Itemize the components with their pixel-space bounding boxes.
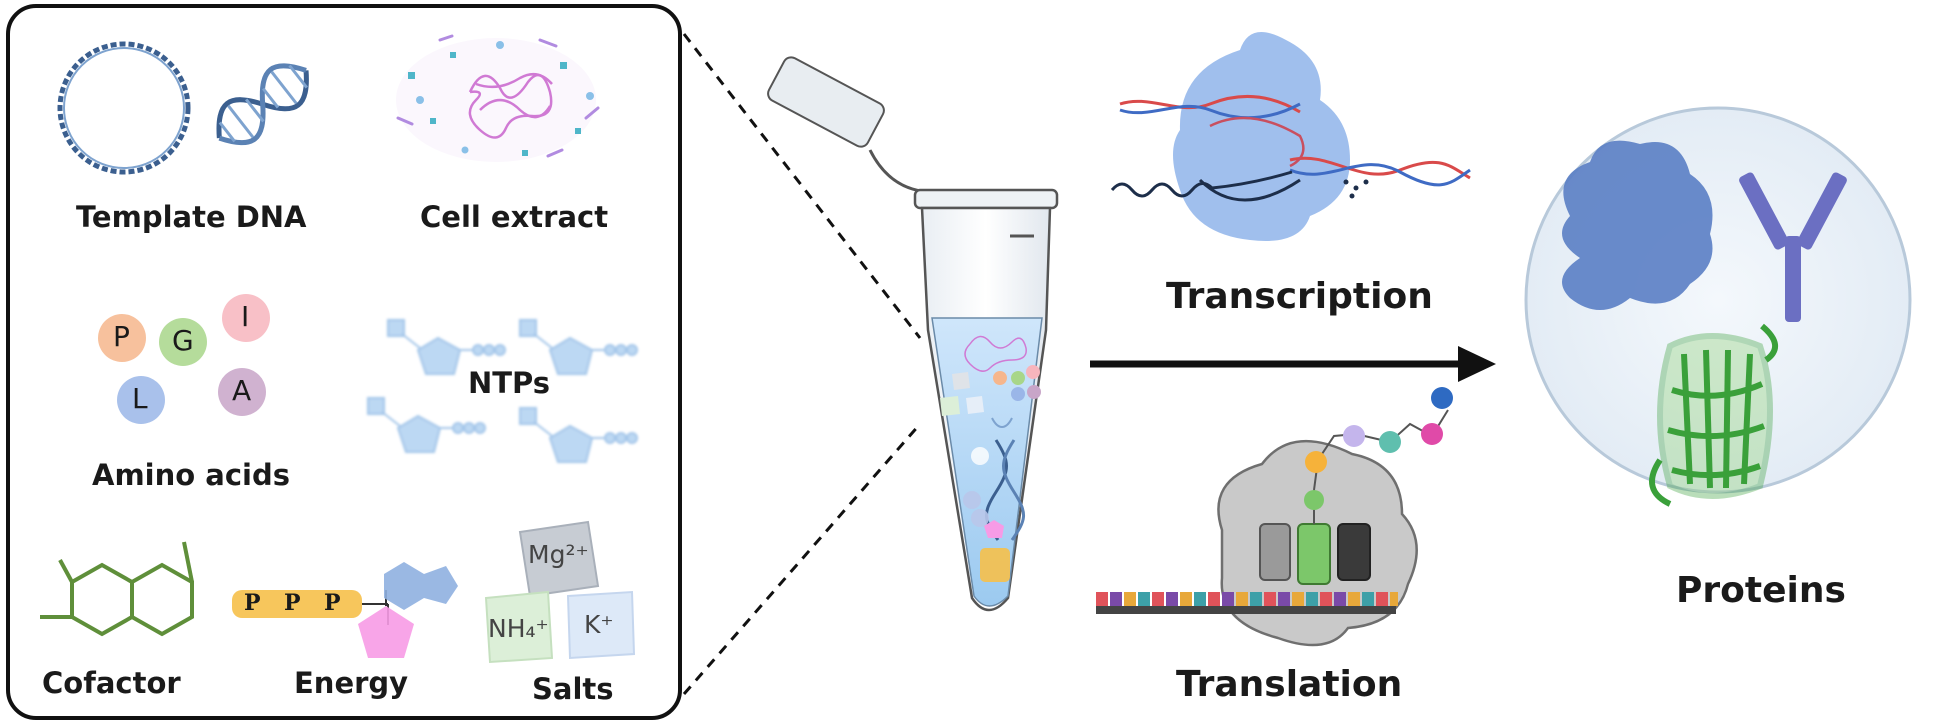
antibody-icon xyxy=(1739,172,1847,322)
salts-icon xyxy=(484,520,636,664)
ntps-label: NTPs xyxy=(468,366,551,400)
proteins-circle xyxy=(1524,106,1912,507)
k-crystal xyxy=(566,590,636,660)
mrna-strand xyxy=(1096,592,1398,614)
salts-label: Salts xyxy=(532,672,614,706)
nh4-ion-label: NH₄⁺ xyxy=(488,614,549,643)
energy-label: Energy xyxy=(294,666,409,700)
tube-contents xyxy=(940,335,1041,582)
gfp-barrel-icon xyxy=(1649,323,1778,507)
phosphate-label-3: P xyxy=(324,590,341,616)
amino-letter-g: G xyxy=(172,324,194,357)
amino-letter-p: P xyxy=(113,320,130,353)
cofactor-icon xyxy=(40,541,194,637)
k-ion-label: K⁺ xyxy=(584,610,614,639)
amino-g-circle xyxy=(159,318,207,366)
amino-acids-label: Amino acids xyxy=(92,458,290,492)
energy-icon xyxy=(232,562,458,658)
peptide-chain xyxy=(1304,387,1453,510)
mg-ion-label: Mg²⁺ xyxy=(528,540,589,569)
template-dna-label: Template DNA xyxy=(76,200,307,234)
transcription-label: Transcription xyxy=(1166,276,1433,317)
peptide-bead xyxy=(1421,423,1443,445)
zoom-line-bottom xyxy=(682,423,922,695)
plasmid-icon xyxy=(57,41,191,175)
amino-letter-i: I xyxy=(241,300,250,333)
cell-extract-icon xyxy=(396,34,600,162)
amino-letter-a: A xyxy=(232,374,252,407)
nh4-crystal xyxy=(484,590,554,664)
peptide-bead xyxy=(1305,451,1327,473)
amino-letter-l: L xyxy=(132,382,148,415)
translation-label: Translation xyxy=(1176,664,1403,705)
peptide-bead xyxy=(1304,490,1324,510)
peptide-bead xyxy=(1431,387,1453,409)
amino-p-circle xyxy=(98,314,146,362)
reaction-tube xyxy=(767,56,1059,612)
ribose-pentagon xyxy=(358,606,414,658)
components-panel xyxy=(6,4,682,720)
amino-l-circle xyxy=(117,376,165,424)
globular-protein-icon xyxy=(1562,140,1713,310)
amino-i-circle xyxy=(222,294,270,342)
phosphate-label-2: P xyxy=(284,590,301,616)
rna-polymerase-icon xyxy=(1110,32,1471,241)
proteins-label: Proteins xyxy=(1676,570,1846,611)
dna-helix-icon xyxy=(216,63,309,146)
phosphate-label-1: P xyxy=(244,590,261,616)
mg-crystal xyxy=(518,520,600,598)
peptide-bead xyxy=(1379,431,1401,453)
ntps-icon xyxy=(367,319,638,463)
process-arrow xyxy=(1090,346,1496,382)
cofactor-label: Cofactor xyxy=(42,666,181,700)
peptide-bead xyxy=(1343,425,1365,447)
amino-a-circle xyxy=(218,368,266,416)
amino-acids-icon xyxy=(98,294,270,424)
cell-extract-label: Cell extract xyxy=(420,200,609,234)
